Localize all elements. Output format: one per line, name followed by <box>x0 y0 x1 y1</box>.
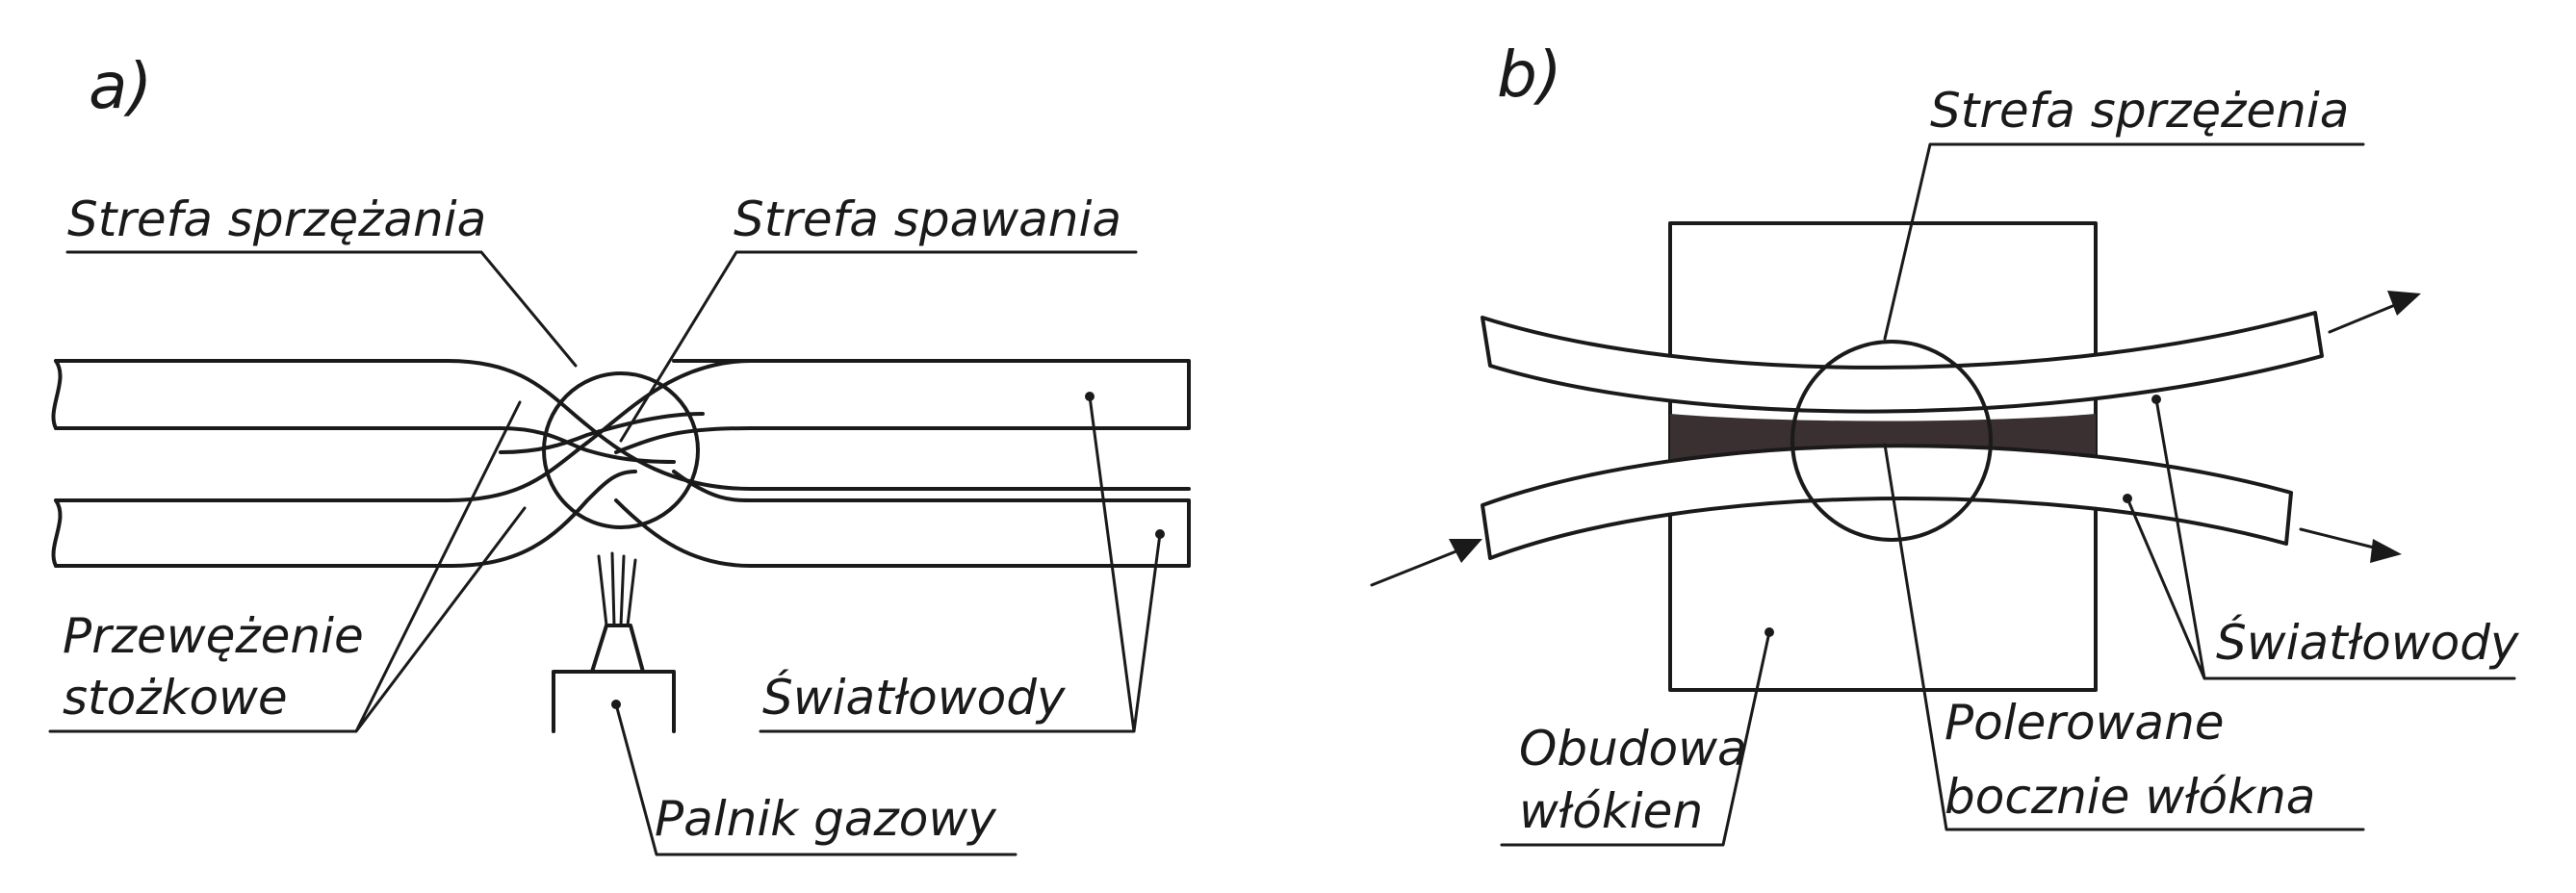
label-housing-line2: włókien <box>1519 783 1703 839</box>
leader-housing <box>1500 630 1771 847</box>
burner-nozzle <box>590 624 645 674</box>
leader-welding-zone <box>619 250 1138 443</box>
leader-gas-burner <box>614 702 1018 856</box>
label-coupling-zone-b: Strefa sprzężenia <box>1930 83 2349 139</box>
panel-a-fiber-top-lower-edge <box>54 426 676 464</box>
panel-a-fiber-bottom-right <box>614 470 1191 568</box>
leader-gas-burner-dot <box>611 700 621 709</box>
leader-fibers-a <box>759 395 1162 733</box>
panel-a-left-cap-top <box>51 359 63 430</box>
leader-housing-dot <box>1765 627 1774 637</box>
panel-a-left-cap-bottom <box>51 498 63 568</box>
panel-a: a) Strefa sprzężania Strefa spawania Prz… <box>48 49 1191 856</box>
panel-a-fiber-bottom-lower <box>54 470 637 568</box>
panel-a-letter: a) <box>89 49 152 123</box>
leader-fibers-a-dot-top <box>1085 392 1095 401</box>
label-gas-burner: Palnik gazowy <box>655 791 997 847</box>
panel-a-fiber-top-upper-edge-right <box>499 412 705 454</box>
leader-coupling-zone <box>65 250 578 368</box>
label-taper-line2: stożkowe <box>63 670 288 726</box>
output-arrow-top-head <box>2387 291 2421 316</box>
label-polished-line2: bocznie włókna <box>1945 769 2315 825</box>
burner-body <box>552 670 676 733</box>
panel-a-coupling-circle <box>542 371 700 529</box>
label-coupling-zone: Strefa sprzężania <box>67 191 486 247</box>
label-fibers-a: Światłowody <box>762 669 1067 726</box>
panel-b: b) Strefa sprzężenia Światłowody <box>1370 38 2520 847</box>
panel-b-output-arrow-bottom <box>2299 527 2402 563</box>
output-arrow-bottom-head <box>2370 539 2402 563</box>
leader-fibers-b <box>2125 397 2516 680</box>
input-arrow-shaft <box>1370 545 1470 587</box>
panel-a-fiber-bottom <box>54 359 753 502</box>
leader-coupling-zone-b <box>1883 142 2365 341</box>
label-welding-zone: Strefa spawania <box>734 191 1121 247</box>
panel-a-fiber-top-right <box>614 358 1191 454</box>
label-polished-line1: Polerowane <box>1945 695 2225 751</box>
panel-b-letter: b) <box>1497 38 1562 112</box>
leader-fibers-a-dot-bottom <box>1155 529 1165 539</box>
input-arrow-head <box>1449 539 1482 563</box>
panel-a-fiber-top <box>54 359 1191 491</box>
leader-taper <box>48 400 527 733</box>
leader-fibers-b-dot-top <box>2151 395 2161 404</box>
panel-b-fiber-bottom <box>1481 444 2293 560</box>
label-fibers-b: Światłowody <box>2216 614 2520 671</box>
panel-b-input-arrow <box>1370 539 1482 587</box>
output-arrow-bottom-shaft <box>2299 527 2387 552</box>
panel-b-fiber-top <box>1481 311 2324 414</box>
panel-a-gas-burner <box>552 551 676 733</box>
leader-fibers-b-dot-bottom <box>2123 494 2132 503</box>
label-taper-line1: Przewężenie <box>63 608 364 664</box>
burner-flame <box>597 551 637 627</box>
label-housing-line1: Obudowa <box>1519 721 1747 777</box>
panel-b-output-arrow-top <box>2328 291 2421 334</box>
leader-polished <box>1883 443 2365 831</box>
panel-b-coupling-circle <box>1790 340 1993 542</box>
